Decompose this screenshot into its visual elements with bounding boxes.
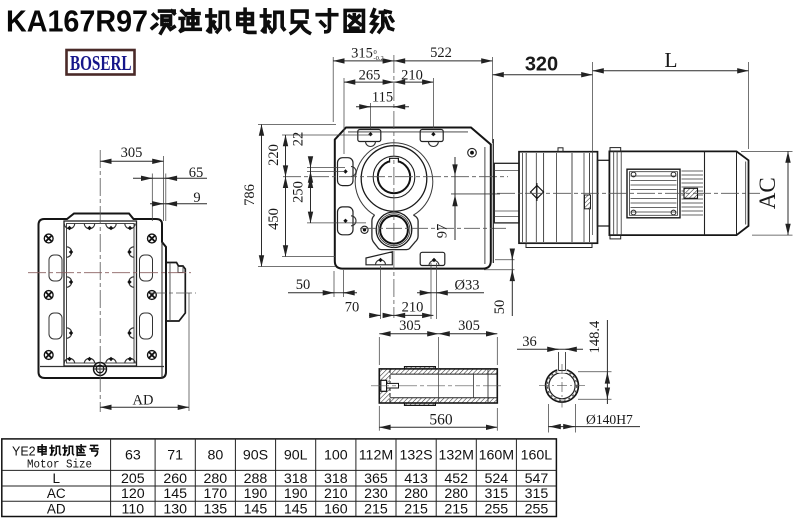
svg-text:145: 145 [244,501,268,517]
svg-text:148.4: 148.4 [587,320,603,353]
svg-text:112M: 112M [359,448,393,464]
svg-text:65: 65 [189,165,204,181]
svg-text:YE2: YE2 [12,444,36,458]
svg-text:110: 110 [122,501,145,517]
svg-text:115: 115 [372,90,393,106]
svg-text:280: 280 [204,471,228,487]
svg-text:524: 524 [485,471,509,487]
svg-text:318: 318 [324,471,348,487]
svg-text:Motor Size: Motor Size [27,459,92,472]
svg-text:KA167R97: KA167R97 [6,4,148,39]
svg-text:190: 190 [244,486,268,502]
svg-text:160M: 160M [479,448,515,464]
svg-text:160L: 160L [521,448,553,464]
svg-text:132S: 132S [400,448,433,464]
svg-text:255: 255 [485,501,509,517]
svg-text:Ø33: Ø33 [455,277,480,293]
svg-text:AC: AC [755,177,780,209]
svg-text:318: 318 [284,471,308,487]
svg-text:305: 305 [458,318,480,334]
svg-text:80: 80 [207,448,223,464]
svg-text:315: 315 [485,486,509,502]
svg-text:205: 205 [121,471,145,487]
svg-text:365: 365 [364,471,388,487]
svg-text:130: 130 [163,501,187,517]
svg-text:190: 190 [284,486,308,502]
svg-text:450: 450 [266,208,282,230]
svg-text:145: 145 [284,501,308,517]
svg-text:63: 63 [125,448,141,464]
svg-text:210: 210 [402,300,424,316]
svg-text:320: 320 [525,54,558,76]
svg-text:230: 230 [364,486,388,502]
svg-text:522: 522 [430,45,452,61]
svg-text:50: 50 [492,300,508,315]
svg-text:50: 50 [296,277,311,293]
svg-text:215: 215 [444,501,468,517]
svg-text:215: 215 [364,501,388,517]
svg-text:220: 220 [266,144,282,166]
svg-text:36: 36 [522,334,537,350]
svg-text:22: 22 [291,132,307,147]
svg-text:547: 547 [525,471,549,487]
svg-text:BOSERL: BOSERL [70,51,132,75]
svg-text:L: L [664,48,677,72]
svg-text:288: 288 [244,471,268,487]
svg-text:9: 9 [193,190,200,206]
svg-text:260: 260 [163,471,187,487]
svg-text:AD: AD [47,501,66,516]
svg-text:71: 71 [167,448,183,464]
svg-text:AC: AC [47,486,66,501]
svg-text:170: 170 [204,486,228,502]
svg-text:413: 413 [404,471,428,487]
svg-text:100: 100 [324,448,348,464]
svg-text:250: 250 [291,181,307,203]
svg-text:120: 120 [121,486,145,502]
svg-text:70: 70 [345,300,360,316]
svg-text:0: 0 [374,49,377,56]
svg-text:215: 215 [404,501,428,517]
svg-text:452: 452 [444,471,468,487]
svg-text:210: 210 [324,486,348,502]
svg-text:145: 145 [163,486,187,502]
svg-text:305: 305 [399,318,421,334]
svg-text:135: 135 [204,501,228,517]
svg-text:160: 160 [324,501,348,517]
svg-text:786: 786 [242,184,258,206]
svg-text:305: 305 [121,145,143,161]
svg-text:90S: 90S [243,448,268,464]
svg-text:210: 210 [401,67,423,83]
svg-text:L: L [52,471,60,486]
svg-text:560: 560 [429,411,453,428]
svg-text:315: 315 [351,46,373,62]
svg-text:315: 315 [525,486,549,502]
svg-text:90L: 90L [284,448,308,464]
svg-text:280: 280 [444,486,468,502]
svg-text:255: 255 [525,501,549,517]
svg-text:Ø140H7: Ø140H7 [586,412,633,427]
svg-text:265: 265 [359,67,381,83]
svg-text:97: 97 [435,224,451,239]
svg-text:280: 280 [404,486,428,502]
svg-text:132M: 132M [439,448,475,464]
svg-text:AD: AD [133,393,154,409]
svg-text:-0.2: -0.2 [374,55,384,62]
